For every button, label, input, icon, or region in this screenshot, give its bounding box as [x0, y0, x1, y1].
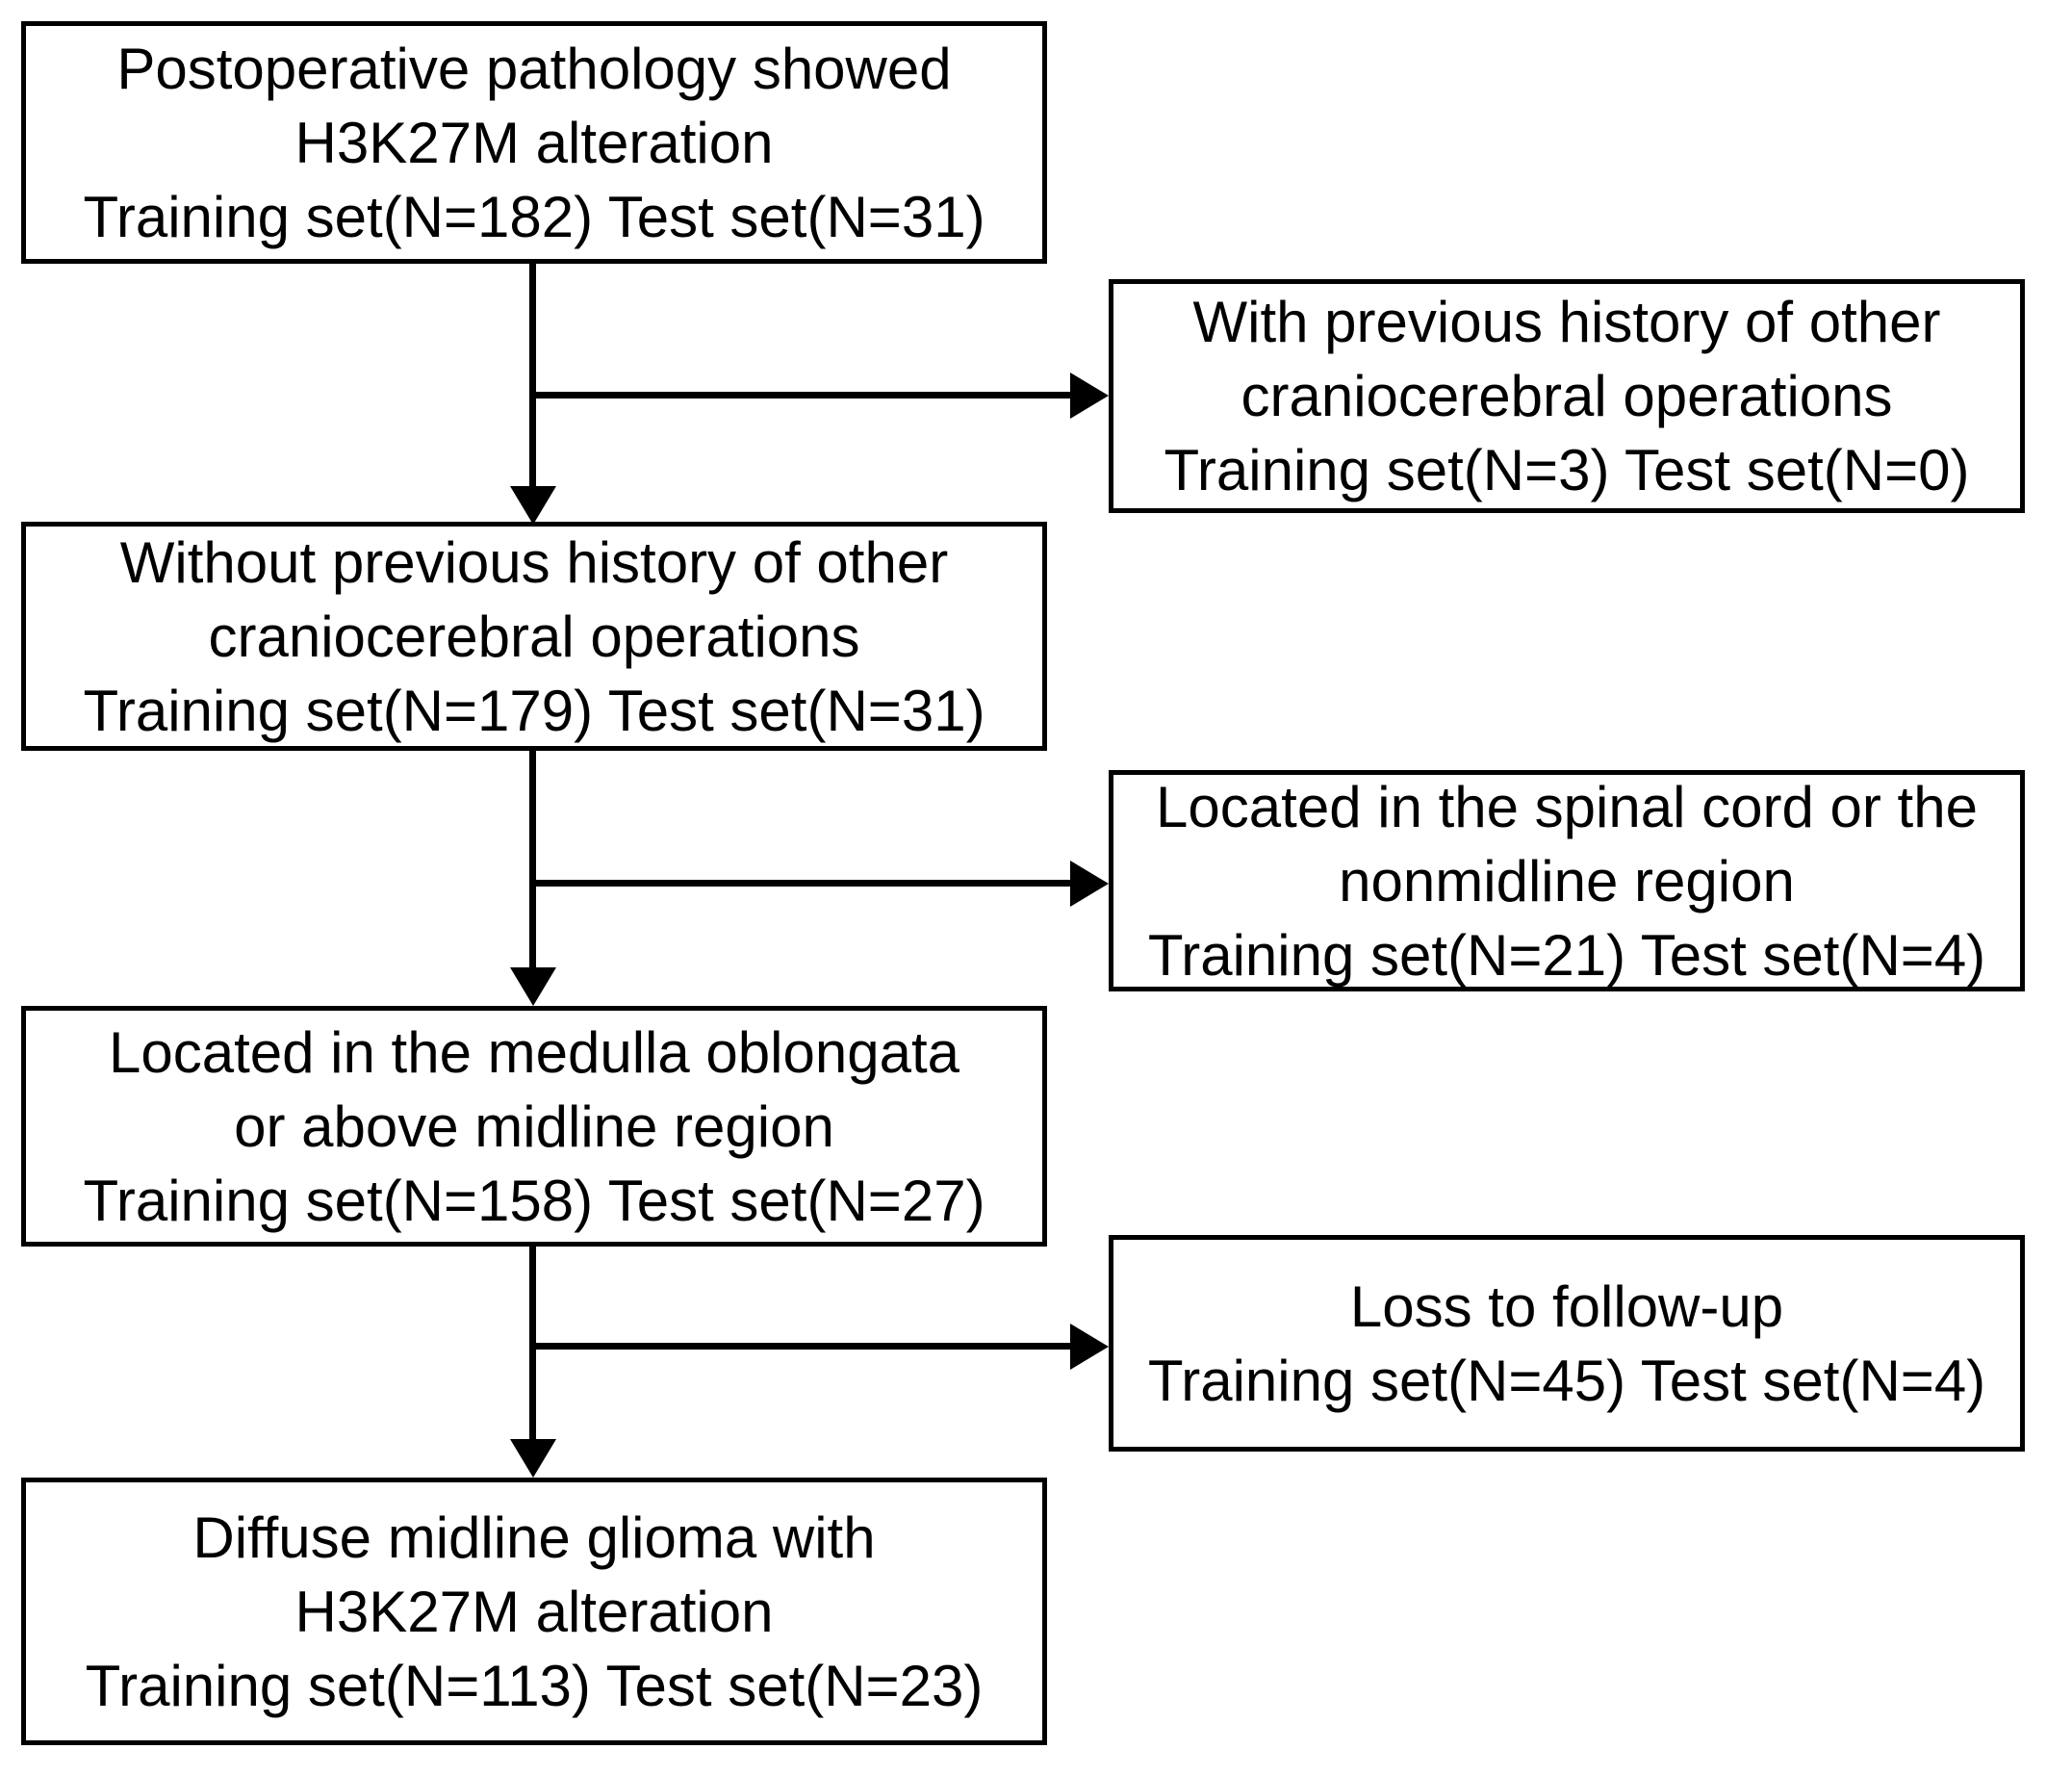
box-text-line: H3K27M alteration [294, 110, 774, 175]
arrow-right-icon [1070, 373, 1109, 419]
box-text-line: Loss to follow-up [1349, 1273, 1784, 1339]
box-text-line: Training set(N=3) Test set(N=0) [1164, 438, 1970, 502]
connector-line-pathology-to-without-history [529, 264, 536, 488]
box-text-line: craniocerebral operations [208, 604, 860, 669]
flow-box-without-previous-history: Without previous history of other cranio… [21, 522, 1047, 751]
flow-box-medulla-oblongata-midline: Located in the medulla oblongata or abov… [21, 1006, 1047, 1247]
box-text-line: Training set(N=113) Test set(N=23) [85, 1653, 984, 1718]
box-text-line: craniocerebral operations [1241, 364, 1893, 428]
box-text-line: Located in the medulla oblongata [108, 1019, 959, 1085]
arrow-down-icon [510, 486, 556, 525]
connector-line-branch-previous-history [529, 392, 1072, 399]
box-text-line: Diffuse midline glioma with [192, 1505, 876, 1570]
box-text-line: Training set(N=182) Test set(N=31) [83, 184, 985, 249]
box-text-line: Training set(N=179) Test set(N=31) [83, 678, 985, 743]
box-text-line: Located in the spinal cord or the [1156, 774, 1978, 839]
arrow-down-icon [510, 967, 556, 1006]
flow-box-excluded-spinal-nonmidline: Located in the spinal cord or the nonmid… [1109, 770, 2025, 991]
flow-box-excluded-previous-history: With previous history of other craniocer… [1109, 279, 2025, 513]
box-text-line: Training set(N=45) Test set(N=4) [1147, 1348, 1986, 1413]
connector-line-without-history-to-medulla [529, 751, 536, 969]
box-text-line: Training set(N=21) Test set(N=4) [1147, 922, 1986, 988]
box-text-line: Without previous history of other [119, 529, 949, 595]
flow-box-excluded-loss-to-followup: Loss to follow-up Training set(N=45) Tes… [1109, 1235, 2025, 1452]
box-text-line: Training set(N=158) Test set(N=27) [83, 1168, 985, 1233]
box-text-line: nonmidline region [1339, 848, 1795, 913]
flow-box-diffuse-midline-glioma: Diffuse midline glioma with H3K27M alter… [21, 1478, 1047, 1745]
box-text-line: or above midline region [234, 1093, 834, 1159]
flow-box-postoperative-pathology: Postoperative pathology showed H3K27M al… [21, 21, 1047, 264]
arrow-right-icon [1070, 1324, 1109, 1370]
box-text-line: Postoperative pathology showed [116, 36, 952, 101]
box-text-line: With previous history of other [1192, 290, 1941, 354]
arrow-right-icon [1070, 861, 1109, 907]
connector-line-branch-spinal-nonmidline [529, 880, 1072, 887]
connector-line-branch-loss-followup [529, 1343, 1072, 1350]
box-text-line: H3K27M alteration [294, 1579, 774, 1644]
arrow-down-icon [510, 1439, 556, 1478]
